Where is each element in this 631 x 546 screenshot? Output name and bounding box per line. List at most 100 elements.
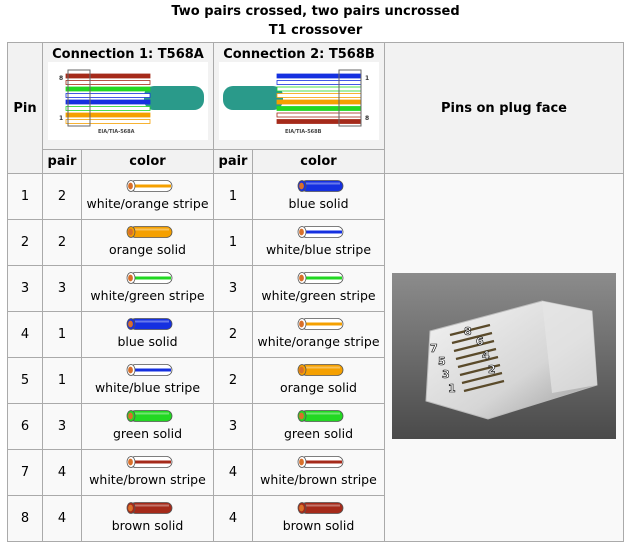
wire-icon: [126, 180, 172, 192]
caption-title: Two pairs crossed, two pairs uncrossed: [171, 4, 460, 19]
c1-color-label: white/orange stripe: [86, 196, 209, 211]
pin-number: 2: [7, 219, 43, 266]
plug-contact: [459, 363, 501, 376]
pin-header: Pin: [7, 42, 43, 174]
diagram-wire: [65, 112, 151, 118]
plug-pin-number: 1: [448, 382, 456, 395]
wire-icon: [126, 272, 172, 284]
c2-pair: 2: [213, 311, 253, 358]
c2-pair: 1: [213, 219, 253, 266]
wire-icon: [126, 502, 172, 514]
c2-color-cell: green solid: [252, 403, 385, 450]
diagram-wire: [65, 99, 151, 105]
pin-number: 1: [7, 173, 43, 220]
c1-pair: 2: [42, 219, 82, 266]
c1-color-cell: blue solid: [81, 311, 214, 358]
wire-icon: [297, 272, 343, 284]
c1-pair: 3: [42, 403, 82, 450]
cable-jacket: [223, 86, 283, 110]
connector-outline: [338, 69, 362, 127]
c2-color-label: green solid: [283, 426, 354, 441]
t568a-pin8-label: 8: [59, 75, 63, 82]
diagram-wire: [276, 86, 362, 92]
wire-icon: [126, 410, 172, 422]
plug-contact: [457, 355, 499, 368]
plug-contact: [449, 323, 491, 336]
pin-number: 5: [7, 357, 43, 404]
c1-color-label: white/brown stripe: [89, 472, 206, 487]
pin-number: 8: [7, 495, 43, 542]
c2-pair: 3: [213, 403, 253, 450]
plug-pin-number: 4: [482, 349, 490, 362]
c2-color-cell: blue solid: [252, 173, 385, 220]
pin-number: 6: [7, 403, 43, 450]
diagram-wire: [65, 73, 151, 79]
diagram-wire: [276, 93, 362, 98]
connection2-title: Connection 2: T568B: [223, 47, 375, 62]
plug-pin-number: 8: [464, 325, 472, 338]
t568b-diagram-label: EIA/TIA-568B: [285, 129, 322, 135]
diagram-wire: [276, 73, 362, 79]
plug-contact: [455, 347, 497, 360]
c2-pair: 2: [213, 357, 253, 404]
c1-pair: 2: [42, 173, 82, 220]
caption-subtitle: T1 crossover: [268, 23, 363, 38]
c2-color-label: white/brown stripe: [260, 472, 377, 487]
diagram-wire: [65, 93, 151, 98]
cable-jacket: [144, 86, 204, 110]
wire-icon: [126, 456, 172, 468]
c2-color-label: white/orange stripe: [257, 334, 380, 349]
connector-outline: [67, 69, 91, 127]
plug-pin-number: 3: [442, 368, 450, 381]
c1-color-cell: white/green stripe: [81, 265, 214, 312]
c1-color-label: green solid: [112, 426, 183, 441]
connection2-header: Connection 2: T568B EIA/TIA-568B 1 8: [213, 42, 385, 150]
t568a-pin1-label: 1: [59, 115, 63, 122]
c1-color-cell: white/orange stripe: [81, 173, 214, 220]
diagram-wire: [276, 99, 362, 105]
c1-color-cell: orange solid: [81, 219, 214, 266]
c2-color-label: white/green stripe: [261, 288, 376, 303]
t568b-pin8-label: 8: [365, 115, 369, 122]
c1-color-cell: white/blue stripe: [81, 357, 214, 404]
plug-contact: [451, 331, 493, 344]
c2-color-header: color: [252, 149, 385, 174]
c1-color-header: color: [81, 149, 214, 174]
c1-pair: 3: [42, 265, 82, 312]
c1-color-cell: white/brown stripe: [81, 449, 214, 496]
wire-icon: [297, 318, 343, 330]
diagram-wire: [276, 119, 362, 124]
c2-color-cell: white/blue stripe: [252, 219, 385, 266]
c2-color-cell: white/orange stripe: [252, 311, 385, 358]
diagram-wire: [276, 106, 362, 111]
c2-pair-header: pair: [213, 149, 253, 174]
wire-icon: [297, 364, 343, 376]
c1-color-label: blue solid: [117, 334, 178, 349]
wire-icon: [297, 502, 343, 514]
c1-pair: 1: [42, 311, 82, 358]
diagram-wire: [276, 80, 362, 85]
c1-color-cell: green solid: [81, 403, 214, 450]
pin-number: 3: [7, 265, 43, 312]
c2-pair: 3: [213, 265, 253, 312]
pin-number: 4: [7, 311, 43, 358]
plug-contact: [463, 379, 505, 392]
plug-face-header: Pins on plug face: [384, 42, 624, 174]
c1-pair: 4: [42, 495, 82, 542]
wire-icon: [126, 318, 172, 330]
c2-pair: 4: [213, 495, 253, 542]
wiring-table: Pin Connection 1: T568A EIA/TIA-568A 8 1…: [7, 42, 624, 542]
c1-pair: 4: [42, 449, 82, 496]
diagram-wire: [65, 119, 151, 124]
table-caption: Two pairs crossed, two pairs uncrossed T…: [0, 0, 631, 40]
c2-color-label: blue solid: [288, 196, 349, 211]
diagram-wire: [65, 80, 151, 85]
plug-pin-number: 2: [488, 363, 496, 376]
wire-icon: [297, 410, 343, 422]
c1-color-cell: brown solid: [81, 495, 214, 542]
